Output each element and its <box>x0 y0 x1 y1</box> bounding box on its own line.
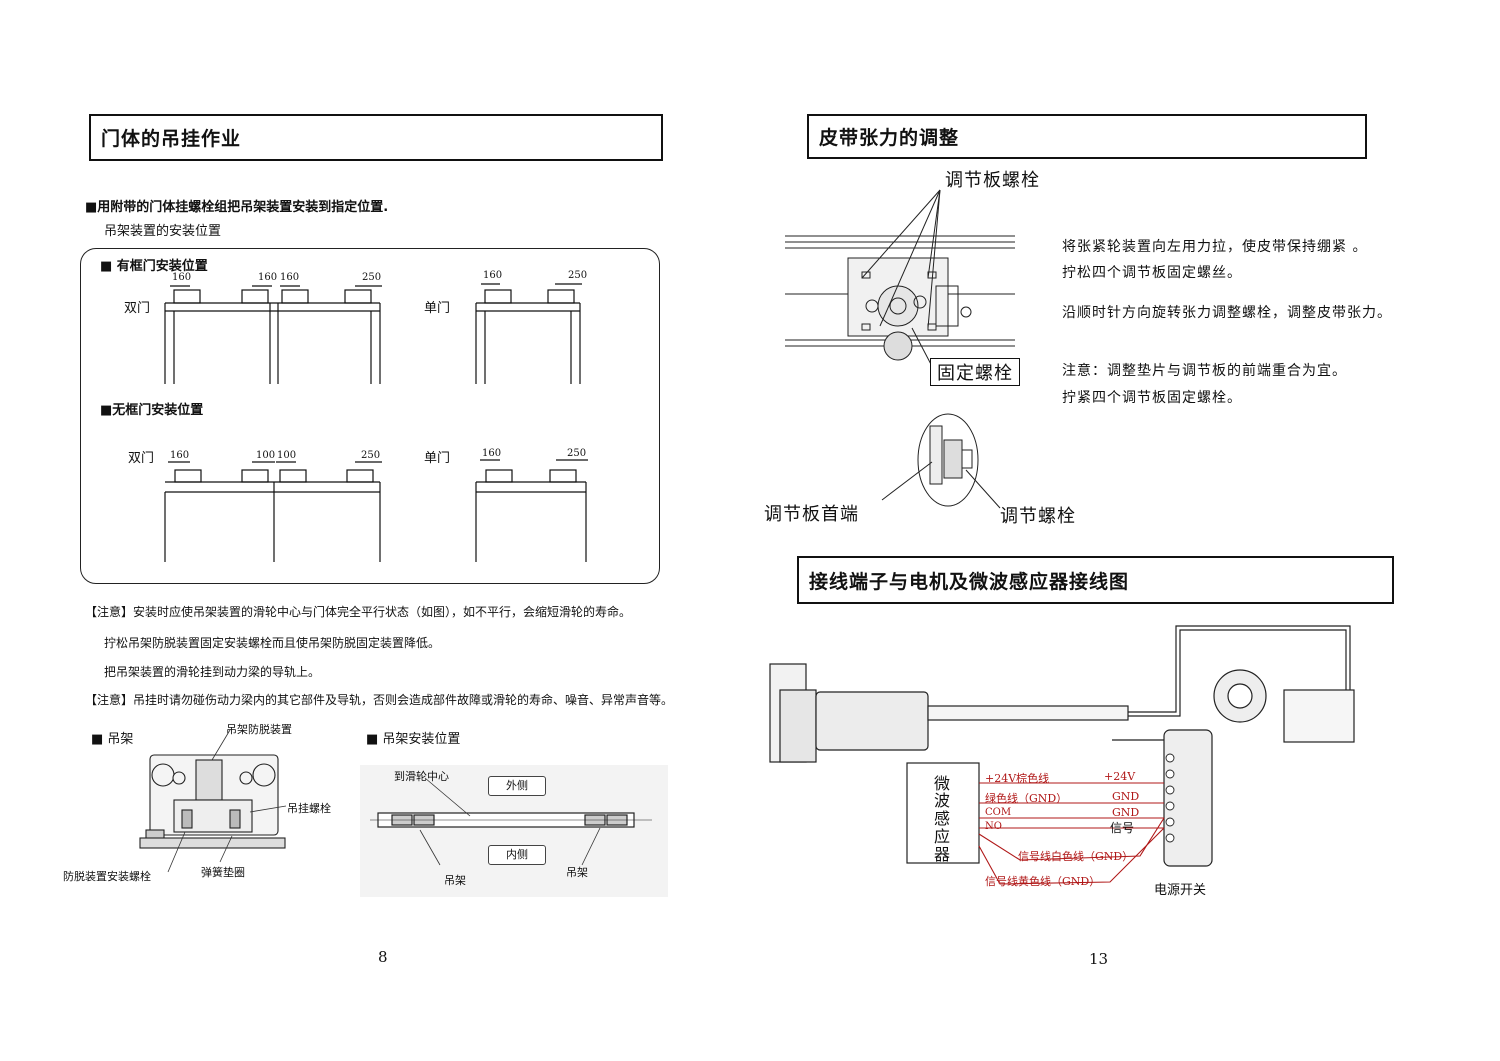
power-switch-label: 电源开关 <box>1154 883 1207 898</box>
terminal-24v-label: +24V <box>1104 770 1136 783</box>
dim-160-e: 160 <box>170 450 190 461</box>
section-header-wiring: 接线端子与电机及微波感应器接线图 <box>797 556 1394 604</box>
belt-note: 注意：调整垫片与调节板的前端重合为宜。 <box>1062 363 1347 379</box>
frameless-door-title: ■无框门安装位置 <box>100 403 204 418</box>
belt-step-3: 沿顺时针方向旋转张力调整螺栓，调整皮带张力。 <box>1062 305 1392 321</box>
adjust-bolt-label: 调节螺栓 <box>1000 506 1076 527</box>
dim-160-f: 160 <box>482 448 502 459</box>
dim-160-b: 160 <box>258 272 278 283</box>
terminal-signal-label: 信号 <box>1110 821 1135 835</box>
note-3: 把吊架装置的滑轮挂到动力梁的导轨上。 <box>104 665 321 679</box>
fixed-bolt-label: 固定螺栓 <box>930 358 1020 386</box>
dim-250-a: 250 <box>362 272 382 283</box>
section-header-belt-tension: 皮带张力的调整 <box>807 114 1367 159</box>
sensor-label-3: 感 <box>934 809 951 828</box>
wire-yellow-label: 信号线黄色线（GND） <box>985 875 1101 888</box>
belt-step-1: 将张紧轮装置向左用力拉，使皮带保持绷紧 。 <box>1062 239 1368 255</box>
dim-160-a: 160 <box>172 272 192 283</box>
wire-white-label: 信号线白色线（GND） <box>1018 850 1134 863</box>
dim-250-c: 250 <box>361 450 381 461</box>
wire-com-label: COM <box>985 807 1012 818</box>
dim-100-b: 100 <box>277 450 297 461</box>
page-number-left: 8 <box>378 948 388 966</box>
inside-tag: 内侧 <box>488 845 546 865</box>
hanger-left-label: 吊架 <box>444 874 466 887</box>
intro-line-1: ■用附带的门体挂螺栓组把吊架装置安装到指定位置. <box>85 200 389 215</box>
dim-100-a: 100 <box>256 450 276 461</box>
plate-head-label: 调节板首端 <box>764 504 859 525</box>
anti-drop-bolt-label: 防脱装置安装螺栓 <box>63 870 151 883</box>
wire-green-label: 绿色线（GND） <box>985 792 1068 805</box>
double-door-label: 双门 <box>124 301 151 316</box>
terminal-gnd1-label: GND <box>1112 790 1140 803</box>
wire-brown-label: +24V棕色线 <box>985 772 1050 785</box>
hanger-right-label: 吊架 <box>566 866 588 879</box>
dim-250-b: 250 <box>568 270 588 281</box>
to-pulley-center-label: 到滑轮中心 <box>394 770 449 783</box>
belt-header-text: 皮带张力的调整 <box>819 127 960 149</box>
dim-160-d: 160 <box>483 270 503 281</box>
page-number-right: 13 <box>1089 950 1109 968</box>
belt-step-2: 拧松四个调节板固定螺丝。 <box>1062 265 1242 281</box>
position-title: ■ 吊架安装位置 <box>366 732 461 747</box>
dim-160-c: 160 <box>280 272 300 283</box>
intro-line-2: 吊架装置的安装位置 <box>104 224 222 239</box>
sensor-label-2: 波 <box>934 791 951 810</box>
outside-tag: 外侧 <box>488 776 546 796</box>
anti-drop-device-label: 吊架防脱装置 <box>226 723 292 736</box>
installation-position-panel <box>80 248 660 584</box>
note-1: 【注意】安装时应使吊架装置的滑轮中心与门体完全平行状态（如图），如不平行，会缩短… <box>85 605 632 619</box>
terminal-gnd2-label: GND <box>1112 806 1140 819</box>
note-4: 【注意】吊挂时请勿碰伤动力梁内的其它部件及导轨，否则会造成部件故障或滑轮的寿命、… <box>85 693 674 707</box>
sensor-label-1: 微 <box>934 774 951 793</box>
sensor-label-5: 器 <box>934 845 951 864</box>
adjust-plate-bolt-label: 调节板螺栓 <box>945 170 1040 191</box>
belt-step-4: 拧紧四个调节板固定螺栓。 <box>1062 390 1242 406</box>
dim-250-d: 250 <box>567 448 587 459</box>
header-text: 门体的吊挂作业 <box>101 128 242 150</box>
hanging-bolt-label: 吊挂螺栓 <box>287 802 331 815</box>
framed-door-title: ■ 有框门安装位置 <box>100 259 208 274</box>
double-door-label-2: 双门 <box>128 451 155 466</box>
single-door-label: 单门 <box>424 301 451 316</box>
single-door-label-2: 单门 <box>424 451 451 466</box>
wire-no-label: NO <box>985 821 1002 832</box>
wiring-header-text: 接线端子与电机及微波感应器接线图 <box>809 570 1130 593</box>
section-header-door-hanging: 门体的吊挂作业 <box>89 114 663 161</box>
hanger-title: ■ 吊架 <box>91 732 134 747</box>
spring-washer-label: 弹簧垫圈 <box>201 866 245 879</box>
note-2: 拧松吊架防脱装置固定安装螺栓而且使吊架防脱固定装置降低。 <box>104 636 441 650</box>
sensor-label-4: 应 <box>934 827 951 846</box>
